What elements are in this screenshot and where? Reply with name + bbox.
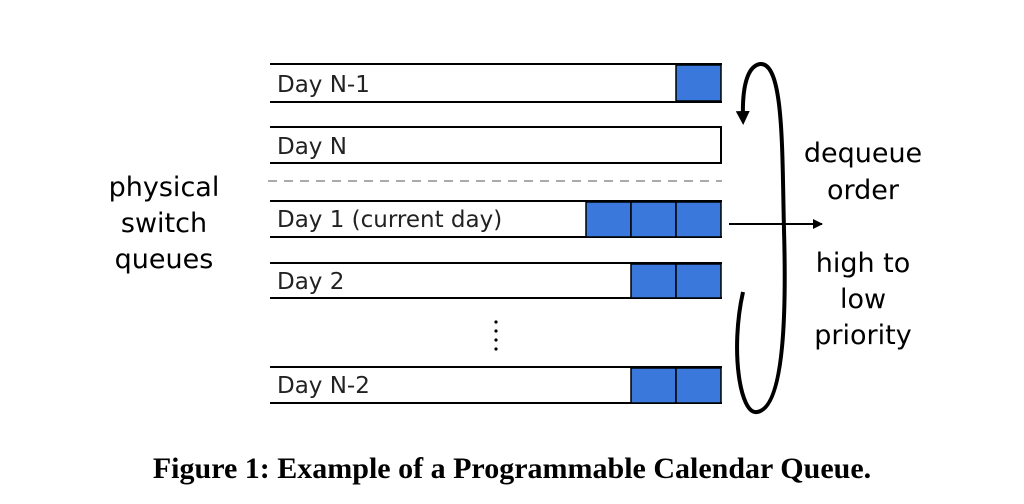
dequeue-order-label: dequeue order [804,138,922,206]
queue-label: Day N [277,134,347,160]
queue-day-n-minus-1: Day N-1 [270,63,722,103]
queue-day-n: Day N [270,126,722,164]
svg-text:low: low [840,284,886,315]
packet [675,201,722,238]
svg-text:dequeue: dequeue [804,138,922,169]
svg-text:queues: queues [115,244,214,275]
figure-caption: Figure 1: Example of a Programmable Cale… [152,452,872,485]
queue-day-1: Day 1 (current day) [270,200,722,238]
svg-text:priority: priority [814,320,911,351]
calendar-queue-diagram: Day N-1 Day N Day 1 (current day) Day 2 [109,62,922,414]
packet [675,367,722,404]
queue-label: Day 1 (current day) [277,207,502,233]
packet [675,64,722,102]
vertical-ellipsis [494,320,498,351]
packet [630,367,677,404]
svg-text:high to: high to [816,248,911,279]
queue-label: Day N-1 [277,72,370,98]
packet [675,263,722,299]
svg-text:order: order [827,175,900,206]
packet [585,201,632,238]
queue-label: Day N-2 [277,373,370,399]
priority-label: high to low priority [814,248,911,351]
packet [630,263,677,299]
rotation-arrow [735,62,787,414]
queue-label: Day 2 [277,269,344,295]
svg-text:switch: switch [121,208,207,239]
queue-day-2: Day 2 [270,262,722,299]
physical-switch-queues-label: physical switch queues [109,172,220,275]
svg-text:physical: physical [109,172,220,203]
packet [630,201,677,238]
queue-day-n-minus-2: Day N-2 [270,366,722,404]
